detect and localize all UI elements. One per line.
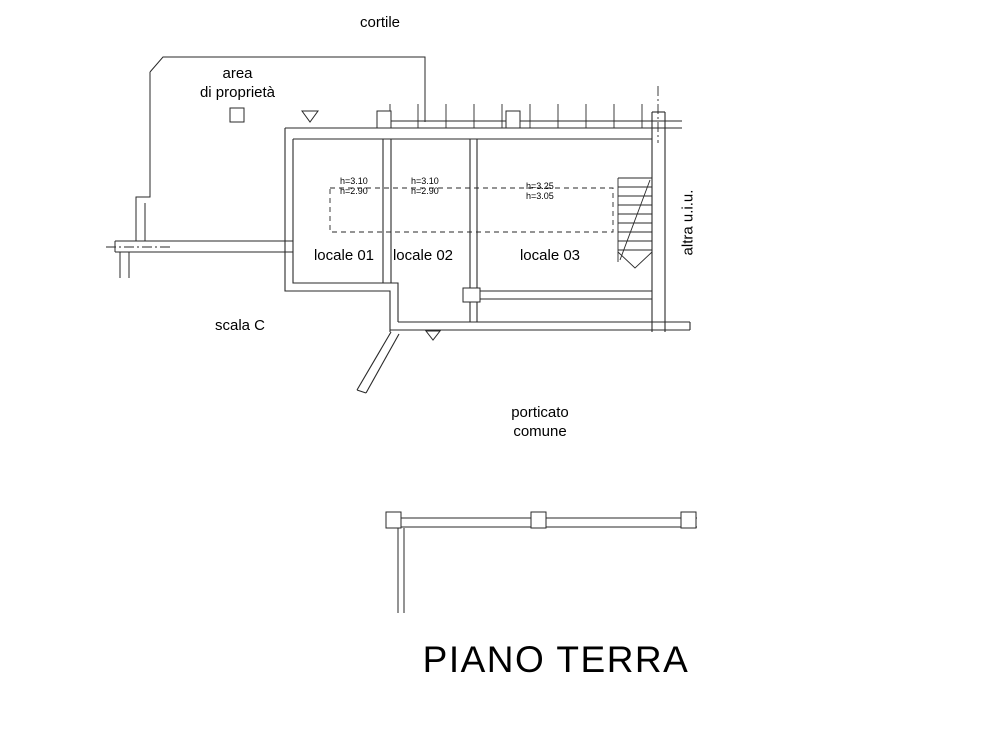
height-note-room2: h=3.10 h=2.90	[411, 176, 439, 196]
staircase	[617, 177, 653, 269]
window-ticks	[389, 104, 643, 128]
label-portico: porticato comune	[495, 403, 585, 441]
label-portico-line2: comune	[513, 423, 567, 440]
label-property-area-line1: area	[222, 65, 253, 82]
page-title: PIANO TERRA	[422, 639, 690, 680]
label-property-area: area di proprietà	[165, 64, 310, 102]
centerlines	[106, 86, 659, 248]
left-exterior-wall	[114, 240, 293, 278]
label-stairs: scala C	[214, 317, 266, 334]
wall-pillars	[376, 110, 521, 303]
building-walls	[284, 111, 691, 394]
height-annotation-box	[329, 187, 614, 233]
label-portico-line1: porticato	[511, 404, 569, 421]
courtyard-outline	[135, 56, 426, 241]
label-room2: locale 02	[392, 247, 454, 264]
label-room1: locale 01	[313, 247, 375, 264]
label-other-unit: altra u.i.u.	[679, 189, 697, 256]
property-area-marker	[229, 107, 245, 123]
label-property-area-line2: di proprietà	[199, 84, 276, 101]
label-room3: locale 03	[519, 247, 581, 264]
colonnade-pillars	[385, 511, 697, 529]
label-courtyard: cortile	[359, 14, 400, 31]
colonnade	[388, 517, 697, 613]
height-note-room3: h=3.25 h=3.05	[526, 181, 554, 201]
height-note-room1: h=3.10 h=2.90	[340, 176, 368, 196]
datum-markers	[301, 110, 442, 341]
